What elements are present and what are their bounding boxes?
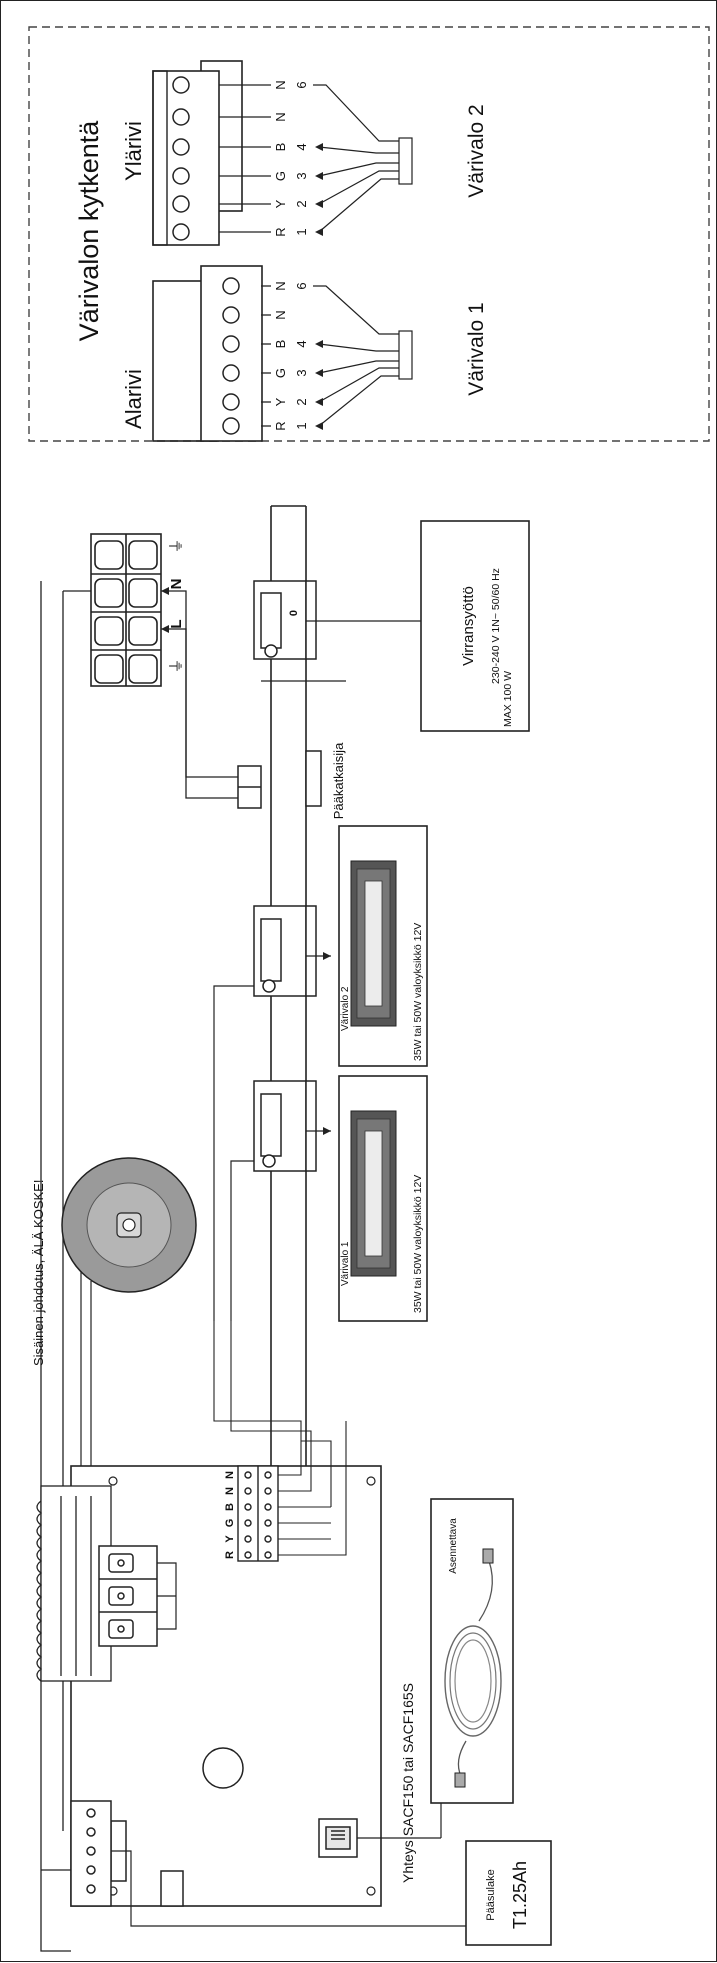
main-switch-label: Pääkatkaisija bbox=[331, 742, 346, 819]
lower-number-2: 2 bbox=[294, 398, 309, 405]
lower-row-screws bbox=[222, 277, 240, 435]
upper-row-arrows bbox=[315, 143, 323, 236]
upper-number-2: 2 bbox=[294, 200, 309, 207]
lower-row-label: Alarivi bbox=[121, 369, 146, 429]
switch-zero-mark: 0 bbox=[288, 610, 300, 616]
light-2-connector bbox=[253, 905, 317, 997]
lower-letter-n1: N bbox=[273, 310, 288, 319]
mains-arrows bbox=[161, 587, 169, 633]
power-connector bbox=[253, 580, 317, 660]
lower-number-1: 1 bbox=[294, 422, 309, 429]
board-letter-g: G bbox=[224, 1519, 236, 1528]
cable-box-label: Asennettava bbox=[448, 1518, 459, 1574]
earth-icon-top: ⏚ bbox=[168, 538, 185, 553]
lower-letter-n2: N bbox=[273, 281, 288, 290]
upper-row-terminal-block bbox=[152, 60, 271, 246]
board-letter-r: R bbox=[224, 1551, 236, 1559]
terminal-label-l: L bbox=[168, 619, 185, 628]
upper-number-6: 6 bbox=[294, 81, 309, 88]
light-unit-2-spec: 35W tai 50W valoyksikkö 12V bbox=[412, 923, 424, 1061]
board-letter-y: Y bbox=[224, 1535, 236, 1543]
supply-box-voltage: 230-240 V 1N~ 50/60 Hz bbox=[490, 568, 502, 684]
light-unit-1 bbox=[338, 1075, 428, 1322]
color-connection-frame bbox=[28, 26, 710, 442]
supply-box-title: Virransyöttö bbox=[460, 586, 477, 666]
output-terminal-letters: N N B G Y R bbox=[224, 1471, 236, 1559]
board-letter-n1: N bbox=[224, 1471, 236, 1479]
lower-row-numbers: 1 2 3 4 6 bbox=[294, 282, 309, 429]
color-light-2-label: Värivalo 2 bbox=[465, 104, 488, 197]
network-jack bbox=[318, 1818, 358, 1858]
upper-row-numbers: 1 2 3 4 6 bbox=[294, 81, 309, 235]
upper-row-label: Ylärivi bbox=[121, 121, 146, 181]
transformer bbox=[61, 1157, 197, 1293]
upper-row-wires bbox=[313, 84, 413, 233]
mains-terminal-block bbox=[90, 533, 162, 687]
main-fuse-box bbox=[465, 1840, 552, 1946]
output-strip-wires bbox=[213, 1321, 347, 1556]
lower-number-6: 6 bbox=[294, 282, 309, 289]
lower-row-letters: R Y G B N N bbox=[273, 281, 288, 430]
upper-number-1: 1 bbox=[294, 228, 309, 235]
lower-letter-g: G bbox=[273, 368, 288, 378]
main-fuse-title: Pääsulake bbox=[485, 1869, 497, 1920]
lower-row-arrows bbox=[315, 340, 323, 430]
relay-wires bbox=[157, 1562, 177, 1630]
upper-letter-r: R bbox=[273, 227, 288, 236]
transformer-wires bbox=[80, 1271, 92, 1471]
upper-row-letters: R Y G B N N bbox=[273, 80, 288, 236]
board-letter-n2: N bbox=[224, 1487, 236, 1495]
board-power-terminal bbox=[70, 1800, 184, 1907]
upper-letter-y: Y bbox=[273, 199, 288, 208]
lower-letter-b: B bbox=[273, 340, 288, 349]
board-power-wires bbox=[41, 1850, 466, 1927]
earth-icon-bottom: ⏚ bbox=[168, 658, 185, 673]
capacitor bbox=[202, 1747, 244, 1789]
connection-label: Yhteys SACF150 tai SACF165S bbox=[400, 1683, 416, 1883]
lower-letter-y: Y bbox=[273, 397, 288, 406]
upper-letter-n2: N bbox=[273, 80, 288, 89]
upper-letter-n1: N bbox=[273, 112, 288, 121]
lower-letter-r: R bbox=[273, 421, 288, 430]
light-unit-1-label: Värivalo 1 bbox=[340, 1241, 351, 1286]
upper-letter-g: G bbox=[273, 171, 288, 181]
upper-number-4: 4 bbox=[294, 143, 309, 150]
lower-number-3: 3 bbox=[294, 369, 309, 376]
internal-wiring-warning: Sisäinen johdotus, ÄLÄ KOSKE! bbox=[31, 1180, 46, 1366]
board-mounting-holes bbox=[108, 1476, 376, 1896]
lower-row-terminal-block bbox=[152, 265, 271, 442]
relay-block bbox=[98, 1545, 158, 1647]
lower-number-4: 4 bbox=[294, 340, 309, 347]
board-letter-b: B bbox=[224, 1503, 236, 1511]
upper-letter-b: B bbox=[273, 143, 288, 152]
lower-row-wires bbox=[313, 285, 413, 427]
light-unit-1-spec: 35W tai 50W valoyksikkö 12V bbox=[412, 1175, 424, 1313]
main-fuse-value: T1.25Ah bbox=[510, 1861, 530, 1929]
supply-box bbox=[420, 520, 530, 732]
upper-number-3: 3 bbox=[294, 172, 309, 179]
light-output-arrows bbox=[323, 952, 331, 1135]
main-switch bbox=[237, 750, 322, 809]
color-connection-title: Värivalon kytkentä bbox=[74, 120, 104, 342]
output-terminal-strip bbox=[237, 1465, 279, 1562]
terminal-label-n: N bbox=[168, 579, 185, 590]
light-unit-2-label: Värivalo 2 bbox=[340, 986, 351, 1031]
supply-box-max-power: MAX 100 W bbox=[502, 671, 514, 727]
switch-wires bbox=[185, 680, 346, 799]
cable-box bbox=[430, 1498, 514, 1804]
color-light-1-label: Värivalo 1 bbox=[465, 302, 488, 395]
light-unit-2 bbox=[338, 825, 428, 1067]
light-1-connector bbox=[253, 1080, 317, 1172]
upper-row-screws bbox=[172, 76, 190, 241]
